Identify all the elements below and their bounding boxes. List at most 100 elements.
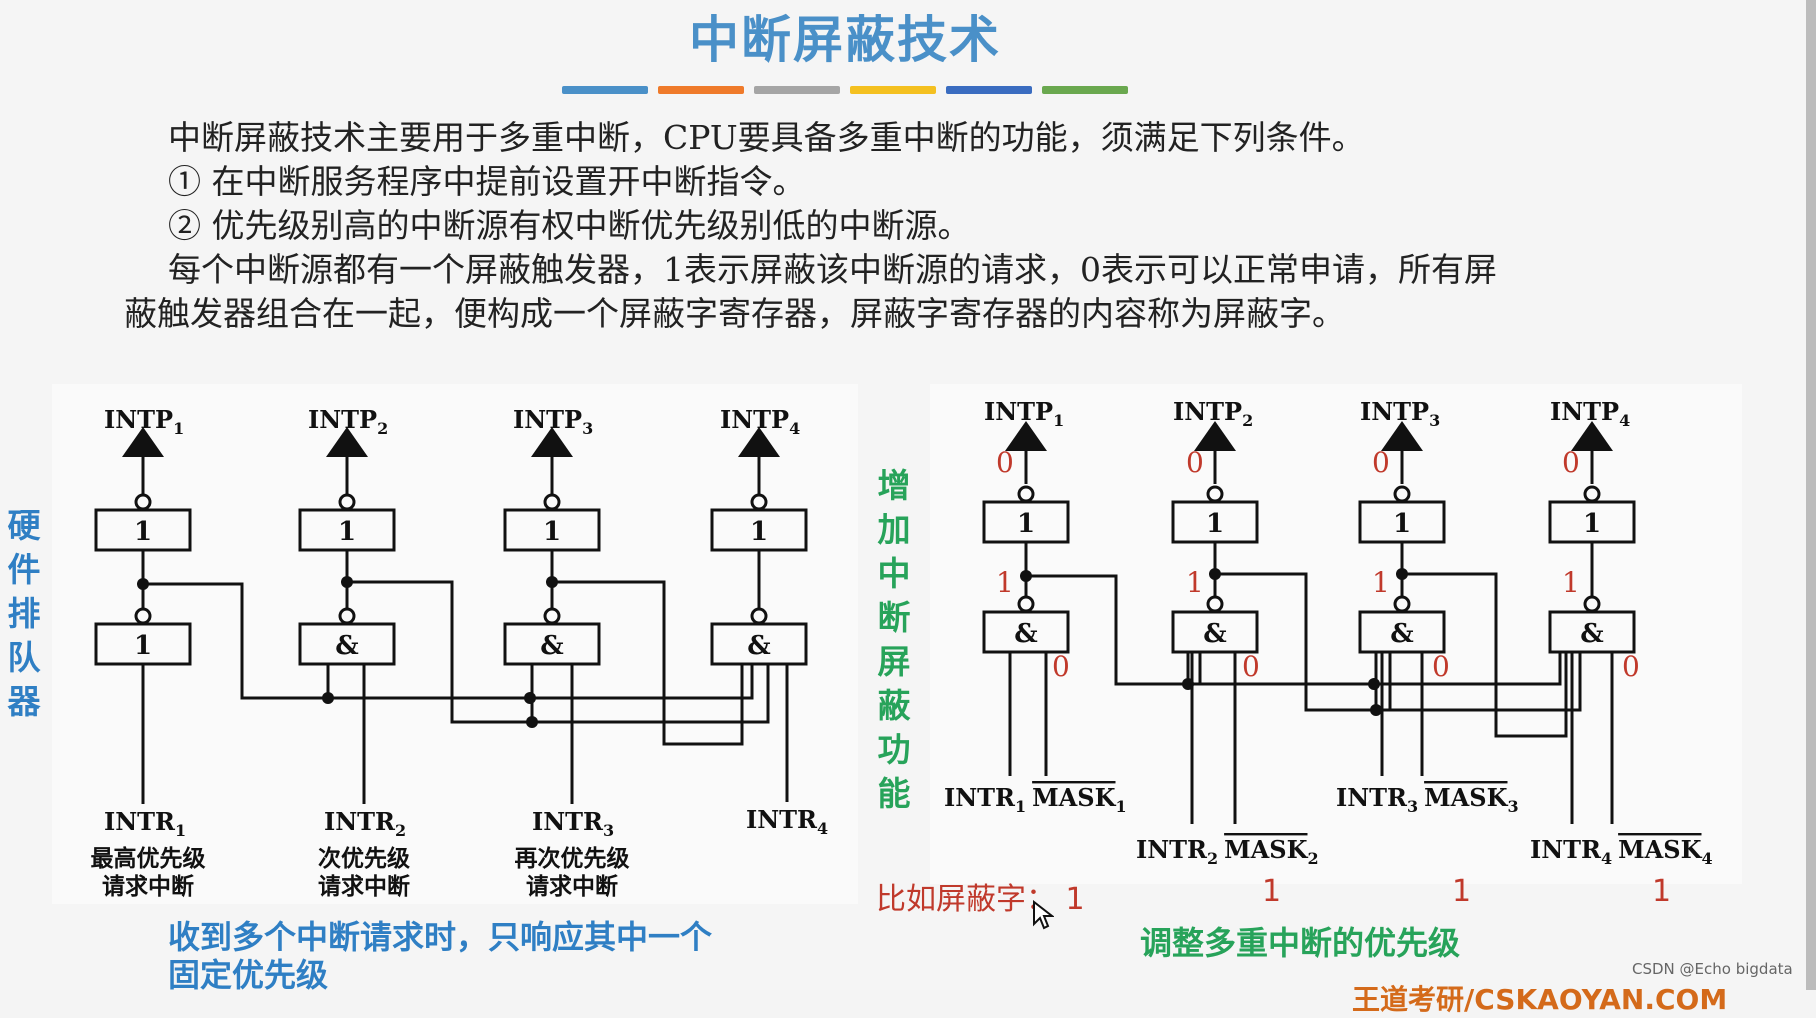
- svg-text:INTP1: INTP1: [104, 405, 184, 438]
- right-intp-sub: 1: [1053, 411, 1064, 430]
- right-intp-sub: 3: [1429, 411, 1440, 430]
- underline-segment: [1042, 86, 1128, 94]
- right-intr-label: INTR: [1136, 835, 1208, 864]
- right-wires: [982, 421, 1636, 824]
- left-gate-top-label: 1: [750, 517, 768, 547]
- right-junctions: [1020, 568, 1408, 716]
- right-intr-sub: 1: [1015, 797, 1026, 816]
- left-caption-line1: 收到多个中断请求时，只响应其中一个: [168, 918, 713, 956]
- side-char: 断: [877, 598, 911, 637]
- left-desc-line1: 次优先级: [318, 845, 410, 872]
- side-char: 队: [7, 638, 41, 677]
- intro-paragraph: 中断屏蔽技术主要用于多重中断，CPU要具备多重中断的功能，须满足下列条件。: [168, 118, 1365, 157]
- right-intp-sub: 4: [1619, 411, 1630, 430]
- underline-segment: [850, 86, 936, 94]
- left-caption-line2: 固定优先级: [168, 956, 329, 994]
- right-intr-label: INTR: [1530, 835, 1602, 864]
- right-mask-label: MASK: [1424, 783, 1509, 812]
- right-intp-label: INTP: [1360, 397, 1429, 426]
- svg-text:INTP4: INTP4: [1550, 397, 1630, 430]
- mask-paragraph-line1: 每个中断源都有一个屏蔽触发器，1表示屏蔽该中断源的请求，0表示可以正常申请，所有…: [168, 250, 1497, 289]
- underline-segment: [754, 86, 840, 94]
- right-caption: 调整多重中断的优先级: [1140, 924, 1461, 962]
- side-char: 功: [877, 730, 911, 769]
- output-zero-annotation: 0: [1186, 446, 1204, 479]
- left-desc-line2: 请求中断: [318, 873, 410, 900]
- svg-text:INTR3: INTR3: [532, 807, 614, 840]
- left-intp-label: INTP: [720, 405, 789, 434]
- right-mask-label: MASK: [1618, 835, 1703, 864]
- right-mask-sub: 2: [1308, 849, 1319, 868]
- left-intp-sub: 4: [789, 419, 800, 438]
- left-side-label: 硬 件 排 队 器: [4, 504, 44, 724]
- left-intp-sub: 1: [173, 419, 184, 438]
- mask-word-example: 比如屏蔽字： 1: [876, 874, 1085, 918]
- left-desc-line2: 请求中断: [102, 873, 194, 900]
- left-intr-sub: 1: [175, 821, 186, 840]
- output-zero-annotation: 0: [996, 446, 1014, 479]
- mask-zero-annotation: 0: [1432, 650, 1450, 683]
- right-intr-sub: 2: [1207, 849, 1218, 868]
- right-gate-bottom-label: &: [1390, 619, 1413, 649]
- brand-footer: 王道考研/CSKAOYAN.COM: [1352, 983, 1728, 1016]
- side-char: 中: [877, 554, 911, 593]
- left-junctions: [137, 576, 558, 728]
- condition-1: ① 在中断服务程序中提前设置开中断指令。: [168, 162, 806, 201]
- svg-text:INTR1: INTR1: [104, 807, 186, 840]
- mask-word-value: 1: [1652, 874, 1672, 909]
- right-gate-bottom-label: &: [1203, 619, 1226, 649]
- left-gate-top-label: 1: [338, 517, 356, 547]
- mask-word-value: 1: [1262, 874, 1282, 909]
- right-gate-top-label: 1: [1206, 509, 1224, 539]
- output-zero-annotation: 0: [1562, 446, 1580, 479]
- title-underline: [562, 86, 1128, 94]
- underline-segment: [658, 86, 744, 94]
- left-intr-label: INTR: [532, 807, 604, 836]
- right-gate-top-label: 1: [1583, 509, 1601, 539]
- csdn-watermark: CSDN @Echo bigdata: [1632, 960, 1793, 978]
- svg-text:INTP3: INTP3: [1360, 397, 1440, 430]
- right-mask-label: MASK: [1032, 783, 1117, 812]
- mid-one-annotation: 1: [1562, 566, 1580, 599]
- left-intp-label: INTP: [513, 405, 582, 434]
- hardware-queue-diagram: 1 1 1 1 1 & & & INTP1 INTP2 INTP3 INTP4 …: [52, 384, 858, 904]
- right-gate-top-label: 1: [1017, 509, 1035, 539]
- mid-one-annotation: 1: [1372, 566, 1390, 599]
- mask-paragraph-line2: 蔽触发器组合在一起，便构成一个屏蔽字寄存器，屏蔽字寄存器的内容称为屏蔽字。: [124, 294, 1345, 333]
- interrupt-mask-svg: 1 1 1 1 & & & & 0 0 0 0 1 1 1 1 0 0: [944, 397, 1713, 868]
- left-gate-bottom-label: &: [540, 631, 563, 661]
- underline-segment: [946, 86, 1032, 94]
- svg-text:INTP1: INTP1: [984, 397, 1064, 430]
- right-intp-label: INTP: [1550, 397, 1619, 426]
- window-edge: [1806, 0, 1816, 990]
- left-intr-sub: 2: [395, 821, 406, 840]
- right-side-label: 增 加 中 断 屏 蔽 功 能: [874, 464, 914, 816]
- hardware-queue-svg: 1 1 1 1 1 & & & INTP1 INTP2 INTP3 INTP4 …: [91, 405, 829, 900]
- left-intr-sub: 4: [817, 819, 828, 838]
- mask-zero-annotation: 0: [1242, 650, 1260, 683]
- left-intp-sub: 2: [377, 419, 388, 438]
- left-gate-top-label: 1: [134, 517, 152, 547]
- side-char: 硬: [7, 506, 41, 545]
- mask-word-value: 1: [1452, 874, 1472, 909]
- right-intr-sub: 3: [1407, 797, 1418, 816]
- left-intr-label: INTR: [104, 807, 176, 836]
- svg-text:INTP2: INTP2: [1173, 397, 1253, 430]
- left-desc-line1: 最高优先级: [91, 845, 206, 872]
- svg-text:INTR4: INTR4: [746, 805, 828, 838]
- slide: 中断屏蔽技术 中断屏蔽技术主要用于多重中断，CPU要具备多重中断的功能，须满足下…: [4, 0, 1816, 1016]
- left-intr-sub: 3: [603, 821, 614, 840]
- condition-2: ② 优先级别高的中断源有权中断优先级别低的中断源。: [168, 206, 971, 245]
- left-gate-top-label: 1: [543, 517, 561, 547]
- svg-text:INTP3: INTP3: [513, 405, 593, 438]
- mask-word-label: 比如屏蔽字：: [876, 882, 1056, 917]
- side-char: 加: [877, 510, 911, 549]
- right-gate-bottom-label: &: [1014, 619, 1037, 649]
- side-char: 增: [877, 466, 911, 505]
- right-mask-sub: 3: [1508, 797, 1519, 816]
- left-intr-label: INTR: [324, 807, 396, 836]
- mid-one-annotation: 1: [1186, 566, 1204, 599]
